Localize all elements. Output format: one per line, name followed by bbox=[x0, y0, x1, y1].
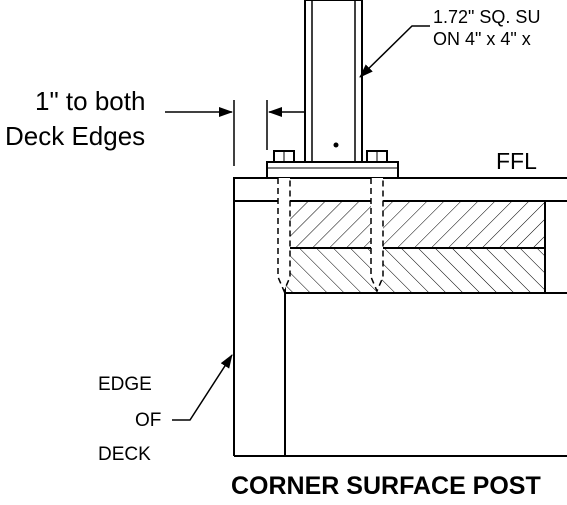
post-callout-text-line2: ON 4" x 4" x bbox=[433, 29, 531, 49]
right-bolt-head bbox=[366, 150, 388, 163]
ffl-label: FFL bbox=[496, 148, 537, 174]
post-callout-text-line1: 1.72" SQ. SU bbox=[433, 7, 541, 27]
right-lag-bolt bbox=[370, 178, 384, 293]
left-lag-bolt bbox=[277, 178, 291, 293]
edge-callout-leader bbox=[172, 354, 233, 421]
edge-of-deck-label-line1: EDGE bbox=[98, 374, 152, 395]
blocking-lower-hatch bbox=[284, 247, 546, 294]
base-plate bbox=[266, 161, 399, 179]
dimension-label-line1: 1" to both bbox=[35, 86, 146, 116]
drawing-title: CORNER SURFACE POST bbox=[231, 472, 541, 500]
post-tube bbox=[304, 0, 363, 163]
edge-of-deck-label-line2: OF bbox=[135, 410, 162, 431]
blocking-upper-hatch bbox=[284, 200, 546, 249]
post-callout-leader bbox=[359, 25, 430, 78]
left-bolt-head bbox=[273, 150, 295, 163]
dimension-label-line2: Deck Edges bbox=[5, 121, 146, 151]
post-set-screw-icon bbox=[333, 142, 339, 148]
edge-of-deck-label-line3: DECK bbox=[98, 444, 151, 465]
